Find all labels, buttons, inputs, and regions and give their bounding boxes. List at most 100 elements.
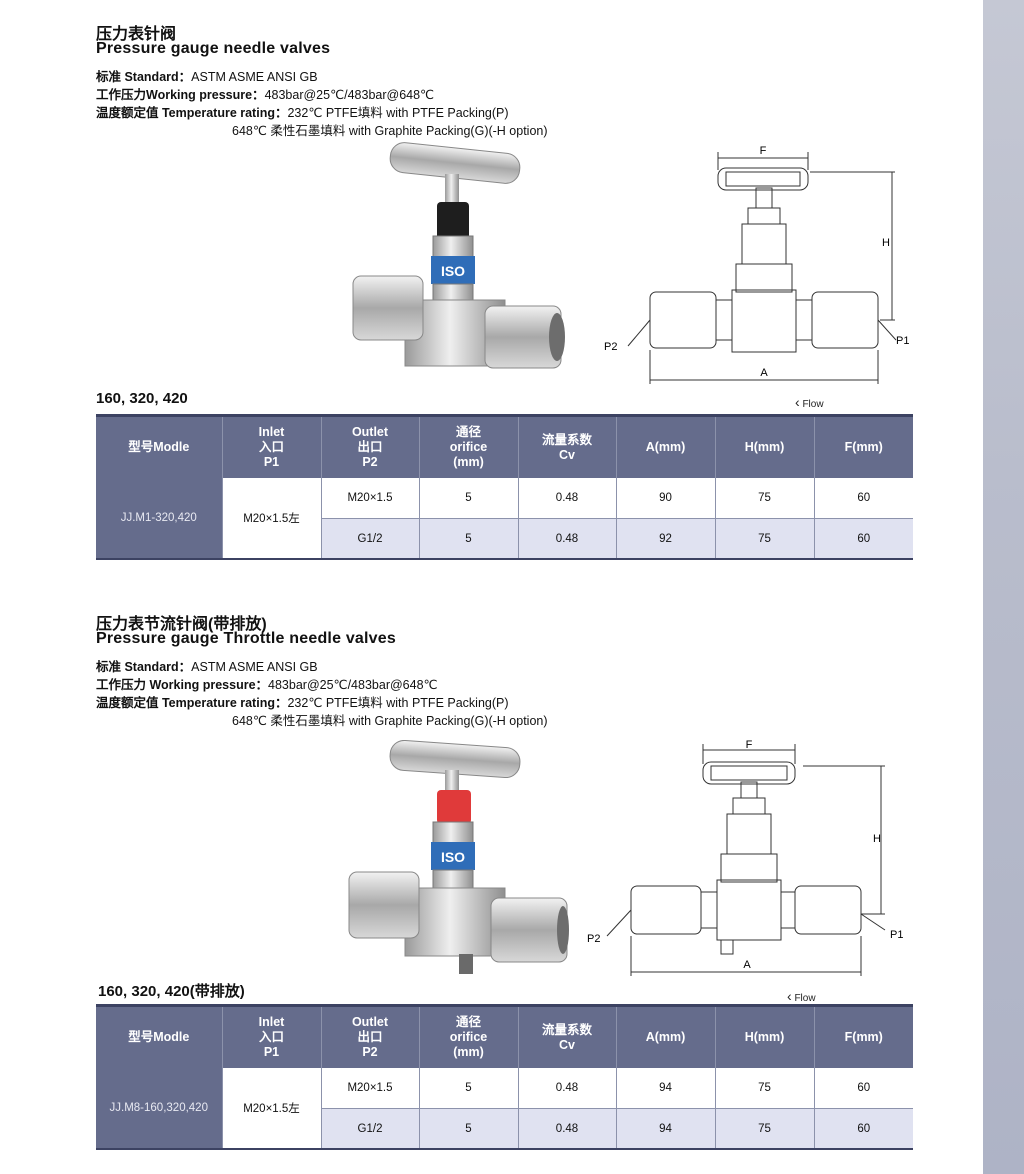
header-f: F(mm) [814,1007,913,1068]
cell-h: 75 [715,518,815,559]
spec-temperature: 温度额定值 Temperature rating：232℃ PTFE填料 wit… [96,104,509,122]
section-throttle-valve: 压力表节流针阀(带排放) Pressure gauge Throttle nee… [0,590,983,1160]
cell-orifice: 5 [419,1108,519,1149]
cell-inlet: M20×1.5左 [222,1068,322,1150]
dim-label-f: F [760,145,767,157]
spec-temperature-2: 648℃ 柔性石墨填料 with Graphite Packing(G)(-H … [96,122,548,140]
spec-pressure-value: 483bar@25℃/483bar@648℃ [268,678,438,692]
section-title-en: Pressure gauge Throttle needle valves [96,630,396,647]
valve-dimension-drawing: F H A P2 P1 [587,740,903,976]
cell-f: 60 [814,1068,913,1109]
spec-standard: 标准 Standard：ASTM ASME ANSI GB [96,658,318,676]
cell-f: 60 [814,1108,913,1149]
header-model: 型号Modle [96,1007,223,1068]
section-needle-valve: 压力表针阀 Pressure gauge needle valves 标准 St… [0,0,983,580]
flow-arrow-icon: ‹ [787,988,792,1004]
cell-f: 60 [814,518,913,559]
cell-outlet: G1/2 [321,1108,420,1149]
section-title-en: Pressure gauge needle valves [96,40,331,57]
cell-h: 75 [715,478,815,519]
model-series-label: 160, 320, 420(带排放) [98,983,245,1000]
dim-label-p2: P2 [604,341,617,353]
spec-temperature: 温度额定值 Temperature rating：232℃ PTFE填料 wit… [96,694,509,712]
flow-label: Flow [794,993,816,1004]
cell-a: 94 [616,1108,716,1149]
section-title-cn: 压力表针阀 [96,26,177,43]
table-row: JJ.M1-320,420 M20×1.5左 M20×1.5 5 0.48 90… [96,478,913,560]
table-bottom-rule [96,558,913,560]
spec-temperature-label: 温度额定值 Temperature rating： [96,106,288,120]
flow-arrow-icon: ‹ [795,394,800,410]
flow-indicator: ‹ Flow [787,988,816,1004]
spec-standard-label: 标准 Standard： [96,70,192,84]
cell-cv: 0.48 [518,1108,617,1149]
header-f: F(mm) [814,417,913,478]
dim-label-p1: P1 [896,335,909,347]
dim-label-a: A [743,959,751,971]
valve-dimension-drawing: F H A P2 P1 [604,145,909,384]
valve-photo: ISO [348,740,569,974]
model-series-label: 160, 320, 420 [96,390,188,407]
cell-a: 92 [616,518,716,559]
dim-label-f: F [746,740,753,751]
table-row: JJ.M8-160,320,420 M20×1.5左 M20×1.5 5 0.4… [96,1068,913,1150]
cell-model: JJ.M1-320,420 [96,478,223,560]
cell-inlet: M20×1.5左 [222,478,322,560]
cell-cv: 0.48 [518,1068,617,1109]
table-row: G1/2 5 0.48 94 75 60 [96,1108,913,1149]
cell-f: 60 [814,478,913,519]
spec-pressure: 工作压力Working pressure：483bar@25℃/483bar@6… [96,86,434,104]
cell-cv: 0.48 [518,478,617,519]
spec-standard-label: 标准 Standard： [96,660,192,674]
cell-outlet: G1/2 [321,518,420,559]
cell-orifice: 5 [419,478,519,519]
spec-pressure: 工作压力 Working pressure：483bar@25℃/483bar@… [96,676,438,694]
cell-h: 75 [715,1108,815,1149]
dim-label-h: H [873,833,881,845]
spec-temperature-value: 232℃ PTFE填料 with PTFE Packing(P) [287,696,509,710]
cell-outlet: M20×1.5 [321,478,420,519]
cell-orifice: 5 [419,518,519,559]
dim-label-a: A [760,367,768,379]
iso-logo: ISO [441,263,465,279]
table-top-rule [96,414,913,417]
cell-h: 75 [715,1068,815,1109]
table-row: G1/2 5 0.48 92 75 60 [96,518,913,559]
spec-pressure-value: 483bar@25℃/483bar@648℃ [264,88,435,102]
cell-cv: 0.48 [518,518,617,559]
spec-temperature-value-2: 648℃ 柔性石墨填料 with Graphite Packing(G)(-H … [232,714,548,728]
dim-label-p2: P2 [587,933,600,945]
page-side-band [983,0,1024,1174]
section-title-cn: 压力表节流针阀(带排放) [96,616,267,633]
cell-model: JJ.M8-160,320,420 [96,1068,223,1150]
table-bottom-rule [96,1148,913,1150]
spec-standard-value: ASTM ASME ANSI GB [191,660,318,674]
header-model: 型号Modle [96,417,223,478]
spec-standard: 标准 Standard：ASTM ASME ANSI GB [96,68,318,86]
iso-logo: ISO [441,849,465,865]
spec-pressure-label: 工作压力Working pressure： [96,88,265,102]
spec-standard-value: ASTM ASME ANSI GB [191,70,318,84]
header-a: A(mm) [616,1007,716,1068]
cell-outlet: M20×1.5 [321,1068,420,1109]
dim-label-p1: P1 [890,929,903,941]
spec-temperature-2: 648℃ 柔性石墨填料 with Graphite Packing(G)(-H … [96,712,548,730]
dim-label-h: H [882,237,890,249]
table-top-rule [96,1004,913,1007]
header-a: A(mm) [616,417,716,478]
flow-indicator: ‹ Flow [795,394,824,410]
cell-a: 90 [616,478,716,519]
header-h: H(mm) [715,417,815,478]
cell-orifice: 5 [419,1068,519,1109]
